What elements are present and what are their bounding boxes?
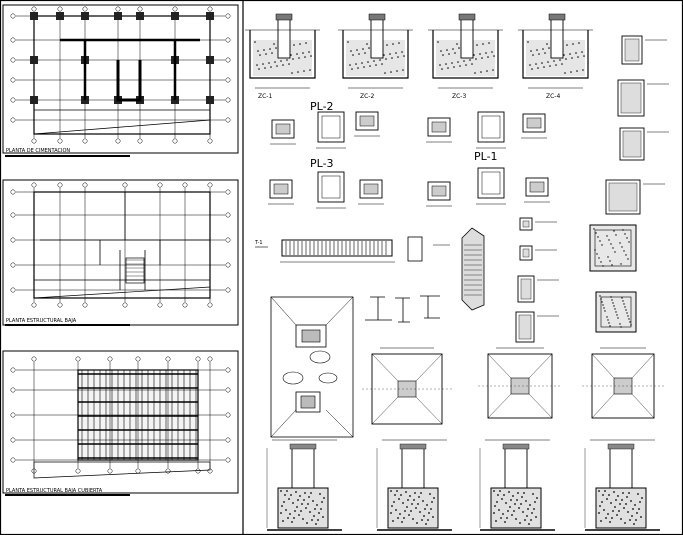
footing-label: ZC-3 [452,93,466,100]
footing-label: ZC-4 [546,93,560,100]
footing-label: ZC-1 [258,93,272,100]
structural-plan-ground: PLANTA ESTRUCTURAL BAJA [2,179,239,326]
pilaster-label: PL-2 [310,100,334,113]
structural-plan-roof: PLANTA ESTRUCTURAL BAJA CUBIERTA [2,350,239,496]
pilaster-label: PL-3 [310,157,334,170]
beam-detail: T-1 [254,227,485,311]
plan-title: PLANTA ESTRUCTURAL BAJA CUBIERTA [6,488,103,494]
beam-label: T-1 [254,240,263,246]
footing-plan-large [270,296,354,438]
pilaster-label: PL-1 [474,150,498,163]
footing-label: ZC-2 [360,93,374,100]
plan-title: PLANTA DE CIMENTACION [6,148,70,154]
pilaster-details [268,111,550,209]
plan-title: PLANTA ESTRUCTURAL BAJA [6,318,77,324]
foundation-plan: PLANTA DE CIMENTACION [2,4,239,157]
column-sections [515,35,669,343]
footing-elevations [266,439,660,531]
footing-plan-views [362,347,664,425]
anchor-detail [365,295,440,323]
footing-sections [245,13,593,89]
